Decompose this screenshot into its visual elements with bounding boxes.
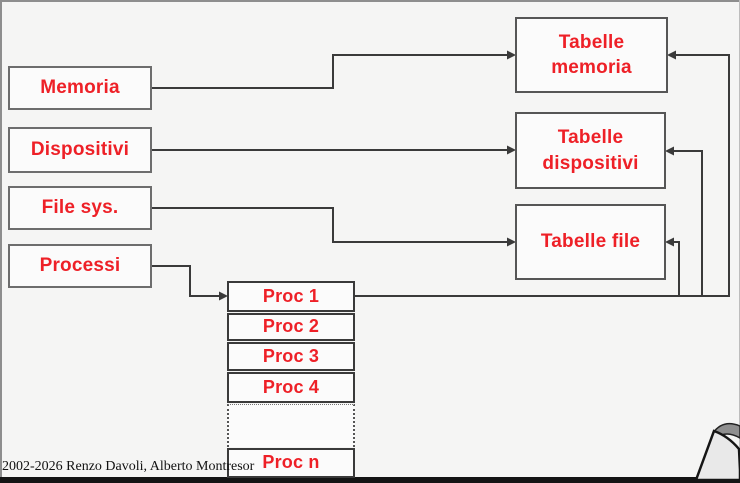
box-processi: Processi xyxy=(8,244,152,288)
slide-border-left xyxy=(0,0,2,483)
box-memoria: Memoria xyxy=(8,66,152,110)
proc-row-n: Proc n xyxy=(227,448,355,478)
box-tabelle-dispositivi-label: Tabelle dispositivi xyxy=(542,127,639,174)
proc-row-1-label: Proc 1 xyxy=(262,285,320,306)
proc-row-ellipsis xyxy=(227,404,355,447)
box-file-sys-label: File sys. xyxy=(41,197,119,219)
box-tabelle-dispositivi: Tabelle dispositivi xyxy=(515,112,666,189)
proc-row-4: Proc 4 xyxy=(227,372,355,403)
box-file-sys: File sys. xyxy=(8,186,152,230)
proc-row-3-label: Proc 3 xyxy=(262,345,320,366)
box-tabelle-memoria: Tabelle memoria xyxy=(515,17,668,93)
proc-row-2-label: Proc 2 xyxy=(262,316,320,337)
copyright-text: 2002-2026 Renzo Davoli, Alberto Montreso… xyxy=(2,459,255,474)
box-tabelle-file: Tabelle file xyxy=(515,204,666,280)
slide-border-top xyxy=(0,0,740,2)
box-dispositivi-label: Dispositivi xyxy=(30,139,130,161)
proc-row-1: Proc 1 xyxy=(227,281,355,312)
proc-row-4-label: Proc 4 xyxy=(262,376,320,397)
box-memoria-label: Memoria xyxy=(40,77,120,99)
box-processi-label: Processi xyxy=(39,255,121,277)
arrowheads xyxy=(219,50,676,301)
box-tabelle-file-label: Tabelle file xyxy=(540,231,641,253)
box-dispositivi: Dispositivi xyxy=(8,127,152,173)
box-tabelle-memoria-label: Tabelle memoria xyxy=(551,31,632,78)
proc-row-n-label: Proc n xyxy=(262,452,320,473)
slide-border-bottom xyxy=(0,477,740,483)
proc-row-3: Proc 3 xyxy=(227,342,355,371)
proc-row-2: Proc 2 xyxy=(227,313,355,341)
